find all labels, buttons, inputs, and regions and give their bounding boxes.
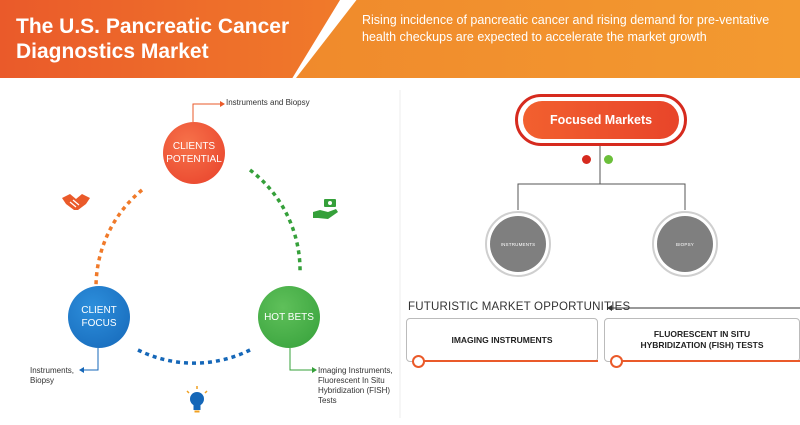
client-focus-note: Instruments, Biopsy (30, 366, 75, 385)
opportunity-box-1: IMAGING INSTRUMENTS (406, 318, 598, 362)
clients-potential-circle: CLIENTS POTENTIAL (163, 122, 225, 184)
opportunity-underline-1 (418, 360, 598, 362)
hot-bets-label: HOT BETS (264, 311, 314, 323)
client-focus-label: CLIENT FOCUS (81, 305, 117, 329)
header-left-bg (0, 0, 340, 78)
opportunity-label-2: FLUORESCENT IN SITU HYBRIDIZATION (FISH)… (640, 329, 764, 350)
biopsy-label: BIOPSY (676, 241, 694, 247)
opportunity-label-1: IMAGING INSTRUMENTS (451, 334, 553, 345)
cycle-diagram-lines (79, 90, 800, 418)
header-description: Rising incidence of pancreatic cancer an… (362, 13, 770, 44)
opportunity-marker-1 (412, 355, 425, 368)
opportunity-underline-2 (616, 360, 800, 362)
opportunity-marker-2 (610, 355, 623, 368)
clients-potential-note: Instruments and Biopsy (226, 98, 310, 107)
instruments-label: INSTRUMENTS (500, 241, 536, 247)
header-banner: The U.S. Pancreatic Cancer Diagnostics M… (0, 0, 800, 78)
lightbulb-icon (186, 386, 208, 413)
handshake-icon (62, 194, 90, 210)
focused-markets-title: Focused Markets (549, 113, 653, 127)
clients-potential-label: CLIENTS POTENTIAL (166, 141, 222, 165)
biopsy-circle: BIOPSY (657, 216, 713, 272)
hot-bets-circle: HOT BETS (258, 286, 320, 348)
focused-markets-pill: Focused Markets (523, 101, 679, 139)
page-title: The U.S. Pancreatic Cancer Diagnostics M… (16, 15, 290, 63)
instruments-circle: INSTRUMENTS (490, 216, 546, 272)
green-dot (604, 155, 613, 164)
opportunity-box-2: FLUORESCENT IN SITU HYBRIDIZATION (FISH)… (604, 318, 800, 362)
hot-bets-note: Imaging Instruments, Fluorescent In Situ… (318, 366, 393, 405)
client-focus-circle: CLIENT FOCUS (68, 286, 130, 348)
red-dot (582, 155, 591, 164)
money-hand-icon (313, 199, 338, 219)
futuristic-title: FUTURISTIC MARKET OPPORTUNITIES (408, 301, 631, 313)
header-right-bg (296, 0, 800, 78)
